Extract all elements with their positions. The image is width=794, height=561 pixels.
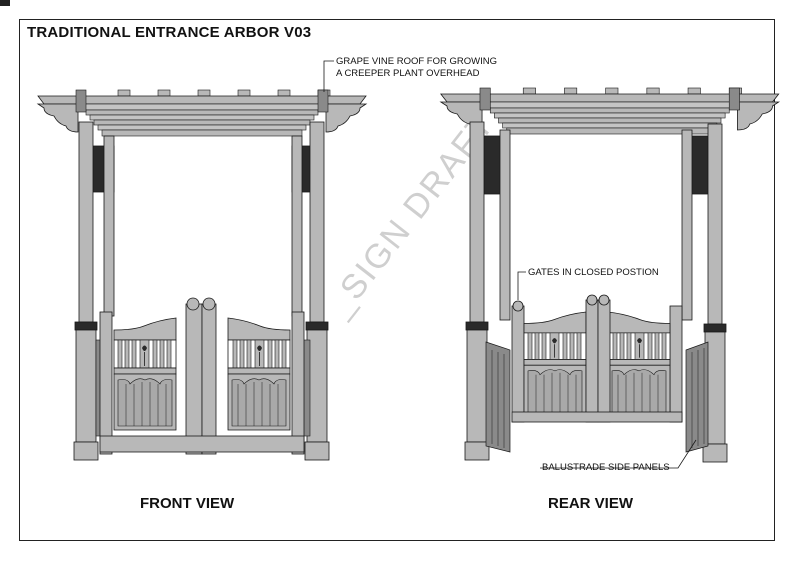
- corner-mark: [0, 0, 10, 6]
- drawing-title: TRADITIONAL ENTRANCE ARBOR V03: [27, 24, 312, 41]
- front-view-label: FRONT VIEW: [140, 495, 235, 512]
- balustrade-callout: BALUSTRADE SIDE PANELS: [542, 462, 670, 473]
- gates-callout: GATES IN CLOSED POSTION: [528, 267, 659, 278]
- roof-callout-line2: A CREEPER PLANT OVERHEAD: [336, 68, 480, 79]
- rear-view-label: REAR VIEW: [548, 495, 634, 512]
- roof-callout-line1: GRAPE VINE ROOF FOR GROWING: [336, 56, 497, 67]
- rear-view-drawing: [440, 87, 780, 463]
- front-view-drawing: [37, 89, 367, 461]
- callout-leaders: [323, 60, 697, 469]
- drawing-border: [19, 19, 775, 541]
- roof-callout: GRAPE VINE ROOF FOR GROWING A CREEPER PL…: [336, 56, 497, 80]
